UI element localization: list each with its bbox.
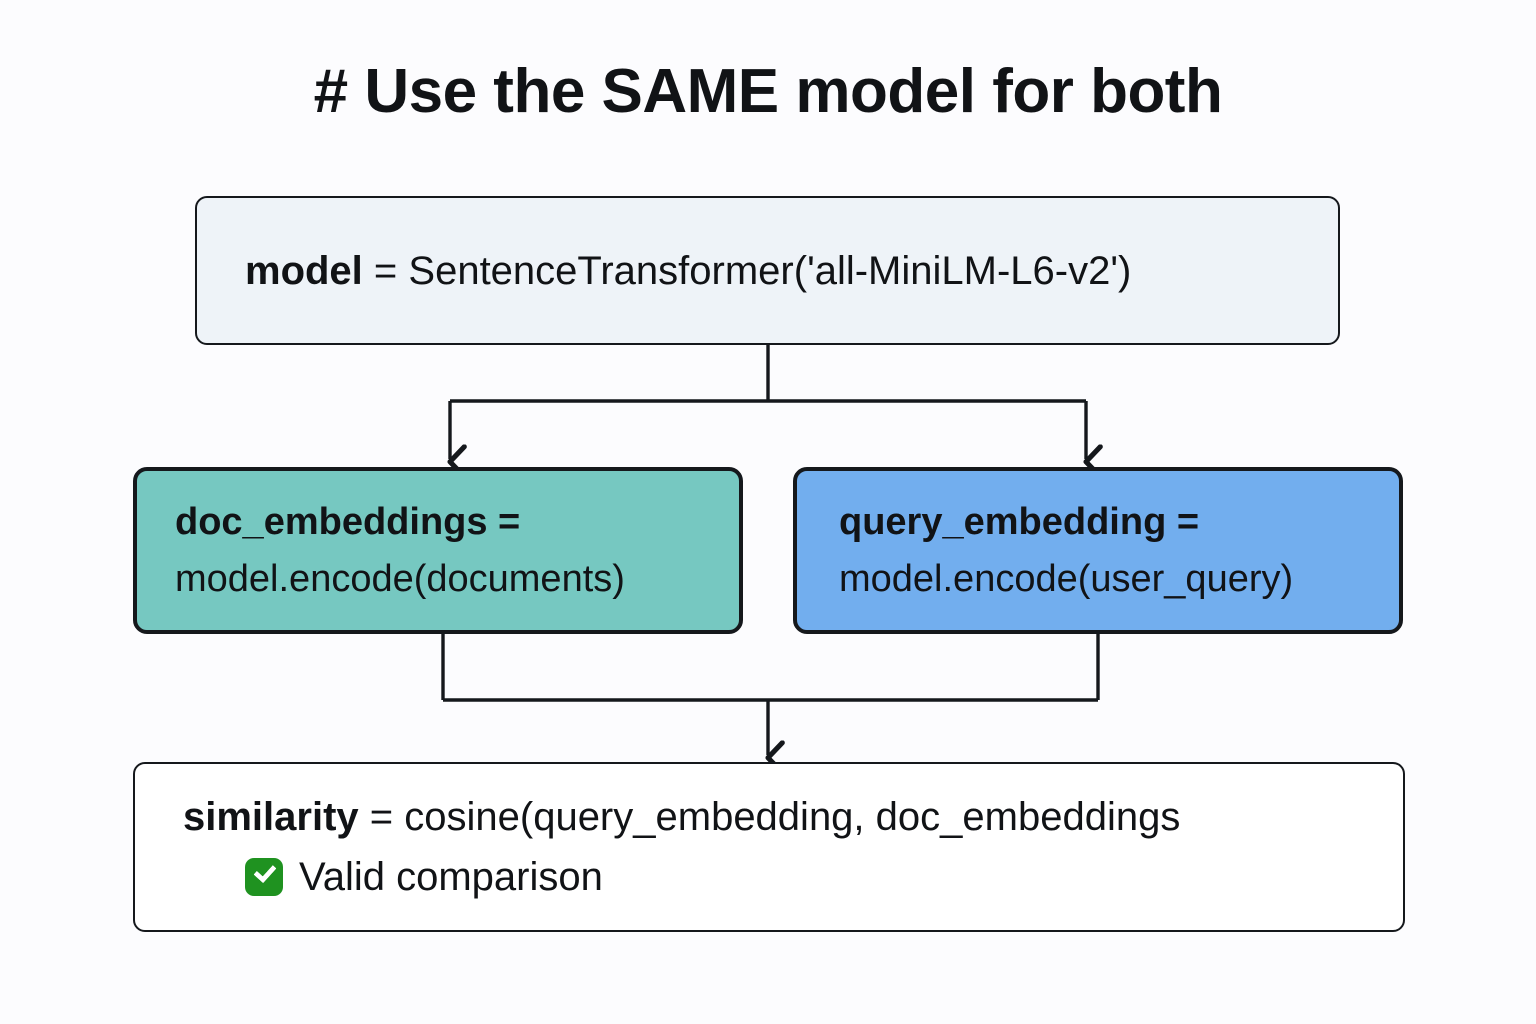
node-similarity[interactable]: similarity = cosine(query_embedding, doc… [133,762,1405,932]
node-similarity-status-label: Valid comparison [299,855,603,899]
page-title: # Use the SAME model for both [313,57,1223,126]
node-doc-embeddings-line1: doc_embeddings = [175,500,521,543]
white-check-mark-icon [245,858,283,896]
node-model-separator: = [362,248,409,293]
node-similarity-expression: cosine(query_embedding, doc_embeddings [404,795,1181,839]
node-model-code: model = SentenceTransformer('all-MiniLM-… [245,248,1338,294]
node-similarity-separator: = [358,795,405,839]
node-query-embedding[interactable]: query_embedding = model.encode(user_quer… [793,467,1403,634]
node-model[interactable]: model = SentenceTransformer('all-MiniLM-… [195,196,1340,345]
node-similarity-variable: similarity [183,795,359,839]
node-query-embedding-line1: query_embedding = [839,500,1200,543]
node-doc-embeddings-line2: model.encode(documents) [175,557,625,600]
node-model-variable: model [245,248,363,293]
connector-model-to-encoders [450,345,1086,459]
node-query-embedding-line2: model.encode(user_query) [839,557,1294,600]
node-similarity-status: Valid comparison [183,847,1403,907]
connector-encoders-to-similarity [441,634,1100,755]
node-model-expression: SentenceTransformer('all-MiniLM-L6-v2') [408,248,1132,293]
node-similarity-code: similarity = cosine(query_embedding, doc… [183,787,1403,847]
node-doc-embeddings[interactable]: doc_embeddings = model.encode(documents) [133,467,743,634]
